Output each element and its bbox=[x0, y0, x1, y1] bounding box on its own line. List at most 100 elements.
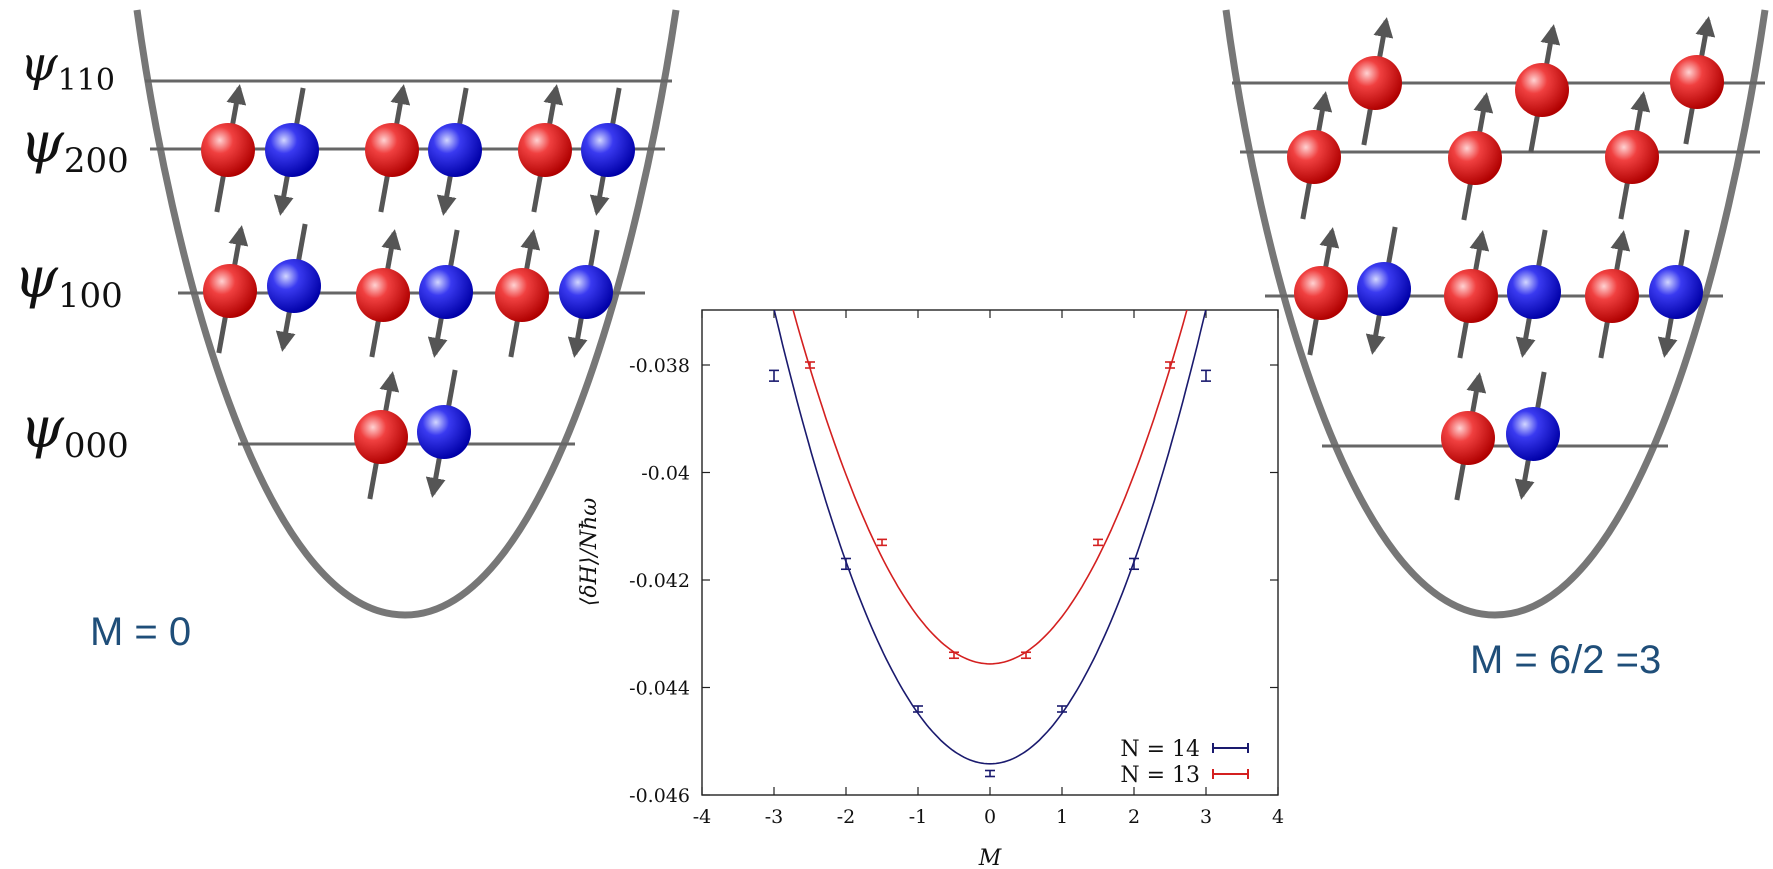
left-particle-3 bbox=[428, 87, 482, 216]
right-well-diagram bbox=[1222, 9, 1769, 619]
right-particle-12-spin-up-ball bbox=[1441, 411, 1495, 465]
left-particle-6-spin-up-ball bbox=[203, 264, 257, 318]
left-particle-8 bbox=[356, 229, 410, 358]
x-tick-label-3: -1 bbox=[909, 806, 928, 828]
right-potential-well bbox=[1222, 9, 1769, 619]
left-particle-7 bbox=[267, 223, 321, 352]
level-label-000: ψ000 bbox=[20, 396, 129, 466]
x-tick-label-1: -3 bbox=[765, 806, 784, 828]
left-caption: M = 0 bbox=[90, 610, 192, 654]
data-point-series-0-1 bbox=[841, 557, 851, 571]
data-point-series-0-6 bbox=[1201, 369, 1211, 382]
y-axis-label: ⟨δH⟩/Nħω bbox=[577, 498, 602, 606]
data-point-series-0-5 bbox=[1129, 557, 1139, 571]
level-label-100: ψ100 bbox=[14, 246, 123, 316]
legend-label-n13: N = 13 bbox=[1120, 763, 1200, 788]
left-particle-0 bbox=[201, 84, 255, 213]
left-particle-13 bbox=[417, 369, 471, 498]
data-point-series-1-1 bbox=[877, 538, 887, 547]
left-level-labels: ψ110 ψ200 ψ100 ψ000 bbox=[14, 36, 129, 466]
level-label-110: ψ110 bbox=[20, 36, 115, 98]
right-particle-5 bbox=[1605, 91, 1659, 220]
right-particle-13 bbox=[1506, 371, 1560, 500]
right-particle-8 bbox=[1444, 230, 1498, 359]
left-particle-4-spin-up-ball bbox=[518, 123, 572, 177]
left-particle-12 bbox=[354, 371, 408, 500]
left-particle-4 bbox=[518, 84, 572, 213]
right-particle-9-spin-down-ball bbox=[1507, 265, 1561, 319]
left-particle-1 bbox=[265, 87, 319, 216]
right-particle-3-spin-up-ball bbox=[1287, 130, 1341, 184]
y-tick-label-3: -0.044 bbox=[629, 678, 690, 700]
left-particle-5-spin-down-ball bbox=[581, 123, 635, 177]
right-particle-8-spin-up-ball bbox=[1444, 269, 1498, 323]
fit-curves bbox=[773, 310, 1207, 765]
left-particle-0-spin-up-ball bbox=[201, 123, 255, 177]
right-particle-9 bbox=[1507, 229, 1561, 358]
data-point-series-0-4 bbox=[1057, 705, 1067, 713]
right-particle-1 bbox=[1515, 24, 1569, 153]
data-point-series-0-2 bbox=[913, 705, 923, 713]
x-tick-label-8: 4 bbox=[1272, 806, 1284, 828]
data-point-series-1-2 bbox=[949, 651, 959, 660]
x-tick-label-5: 1 bbox=[1056, 806, 1068, 828]
y-tick-label-0: -0.038 bbox=[629, 355, 690, 377]
right-particle-11 bbox=[1649, 229, 1703, 358]
right-particle-4-spin-up-ball bbox=[1448, 131, 1502, 185]
right-particle-12 bbox=[1441, 372, 1495, 501]
left-particle-1-spin-down-ball bbox=[265, 123, 319, 177]
left-particle-10-spin-up-ball bbox=[495, 268, 549, 322]
level-label-200: ψ200 bbox=[20, 111, 129, 181]
left-particle-6 bbox=[203, 225, 257, 354]
left-particle-13-spin-down-ball bbox=[417, 405, 471, 459]
left-particle-8-spin-up-ball bbox=[356, 268, 410, 322]
y-tick-label-4: -0.046 bbox=[629, 785, 690, 807]
left-potential-well bbox=[133, 9, 680, 619]
right-particle-11-spin-down-ball bbox=[1649, 265, 1703, 319]
right-particle-10-spin-up-ball bbox=[1585, 269, 1639, 323]
left-particle-11-spin-down-ball bbox=[559, 265, 613, 319]
left-particle-5 bbox=[581, 87, 635, 216]
data-point-series-1-3 bbox=[1021, 651, 1031, 660]
right-particle-6-spin-up-ball bbox=[1294, 266, 1348, 320]
right-particle-13-spin-down-ball bbox=[1506, 407, 1560, 461]
right-particle-0-spin-up-ball bbox=[1348, 56, 1402, 110]
left-particles bbox=[201, 84, 635, 500]
data-points bbox=[769, 361, 1211, 778]
legend-label-n14: N = 14 bbox=[1120, 737, 1200, 762]
legend-line-n13 bbox=[1212, 769, 1249, 779]
right-particle-5-spin-up-ball bbox=[1605, 130, 1659, 184]
data-point-series-0-0 bbox=[769, 369, 779, 382]
legend: N = 14 N = 13 bbox=[1120, 737, 1249, 788]
right-particle-2 bbox=[1670, 16, 1724, 145]
right-particle-7-spin-down-ball bbox=[1357, 262, 1411, 316]
fit-curve-series-1 bbox=[792, 310, 1188, 665]
right-particle-4 bbox=[1448, 92, 1502, 221]
data-point-series-1-0 bbox=[805, 361, 815, 369]
left-particle-7-spin-down-ball bbox=[267, 259, 321, 313]
left-particle-3-spin-down-ball bbox=[428, 123, 482, 177]
fit-curve-series-0 bbox=[773, 310, 1207, 765]
right-particles bbox=[1287, 16, 1724, 501]
right-particle-3 bbox=[1287, 91, 1341, 220]
data-point-series-1-5 bbox=[1165, 361, 1175, 369]
data-point-series-0-3 bbox=[985, 769, 995, 778]
right-particle-0 bbox=[1348, 17, 1402, 146]
left-particle-12-spin-up-ball bbox=[354, 410, 408, 464]
left-particle-9 bbox=[419, 229, 473, 358]
x-tick-label-0: -4 bbox=[693, 806, 712, 828]
left-particle-9-spin-down-ball bbox=[419, 265, 473, 319]
x-axis-label: M bbox=[978, 846, 1002, 869]
plot-frame bbox=[701, 309, 1279, 796]
right-particle-6 bbox=[1294, 227, 1348, 356]
right-particle-1-spin-up-ball bbox=[1515, 63, 1569, 117]
x-tick-label-6: 2 bbox=[1128, 806, 1140, 828]
legend-line-n14 bbox=[1212, 743, 1249, 753]
right-caption: M = 6/2 =3 bbox=[1470, 638, 1662, 682]
left-particle-2 bbox=[365, 84, 419, 213]
left-particle-2-spin-up-ball bbox=[365, 123, 419, 177]
x-tick-label-4: 0 bbox=[984, 806, 996, 828]
